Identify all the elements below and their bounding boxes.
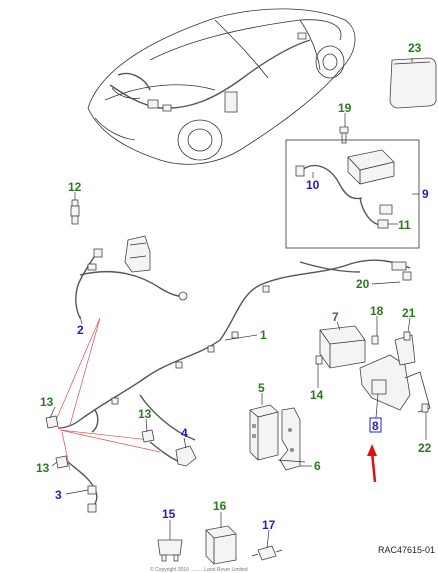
callout-15: 15 <box>162 507 176 521</box>
callout-7: 7 <box>332 310 339 324</box>
callout-16: 16 <box>213 499 227 513</box>
callout-21: 21 <box>402 306 416 320</box>
callout-20: 20 <box>356 277 370 291</box>
callout-11: 11 <box>398 218 411 232</box>
red-leader-lines <box>55 317 161 471</box>
highlight-arrow <box>367 444 377 483</box>
callout-14: 14 <box>310 388 324 402</box>
part-6-bracket <box>277 407 306 471</box>
leader-lines <box>49 58 427 549</box>
group-box-9 <box>285 139 420 249</box>
callout-17: 17 <box>262 518 276 532</box>
callout-9: 9 <box>422 187 429 201</box>
callout-8: 8 <box>372 419 379 433</box>
part-3-harness <box>67 461 98 513</box>
car-illustration <box>87 8 356 165</box>
reference-code: RAC47615-01 <box>378 545 435 555</box>
callout-13-c: 13 <box>36 461 50 475</box>
callout-12: 12 <box>68 180 82 194</box>
part-1-main-harness <box>57 259 412 441</box>
callout-19: 19 <box>338 101 352 115</box>
part-19-bolt <box>339 126 349 144</box>
part-12-sensor <box>70 199 80 225</box>
part-16-relay <box>205 525 237 565</box>
copyright-text: © Copyright 2016 ......... Land Rover Li… <box>150 566 248 573</box>
callout-10: 10 <box>306 178 320 192</box>
callout-2: 2 <box>77 323 84 337</box>
part-5-module <box>249 404 279 461</box>
callout-6: 6 <box>314 459 321 473</box>
callout-5: 5 <box>258 381 265 395</box>
part-4-harness <box>149 441 197 467</box>
callout-13-b: 13 <box>138 407 152 421</box>
callout-22: 22 <box>418 441 432 455</box>
callout-18: 18 <box>370 304 384 318</box>
callout-3: 3 <box>55 488 62 502</box>
part-17-clip <box>251 545 283 561</box>
part-15-fuse <box>157 539 183 562</box>
part-23-pad <box>389 57 437 109</box>
callout-13-a: 13 <box>40 395 54 409</box>
part-2-harness <box>75 235 188 319</box>
callout-23: 23 <box>408 41 422 55</box>
callout-1: 1 <box>260 328 267 342</box>
part-7-8-bracket-assembly <box>315 325 431 413</box>
callout-labels: 23 19 10 9 11 12 20 2 1 7 18 21 14 5 8 1… <box>36 41 432 532</box>
callout-8-highlight-box <box>369 417 382 433</box>
callout-4: 4 <box>181 426 188 440</box>
part-13-clips <box>45 415 155 469</box>
